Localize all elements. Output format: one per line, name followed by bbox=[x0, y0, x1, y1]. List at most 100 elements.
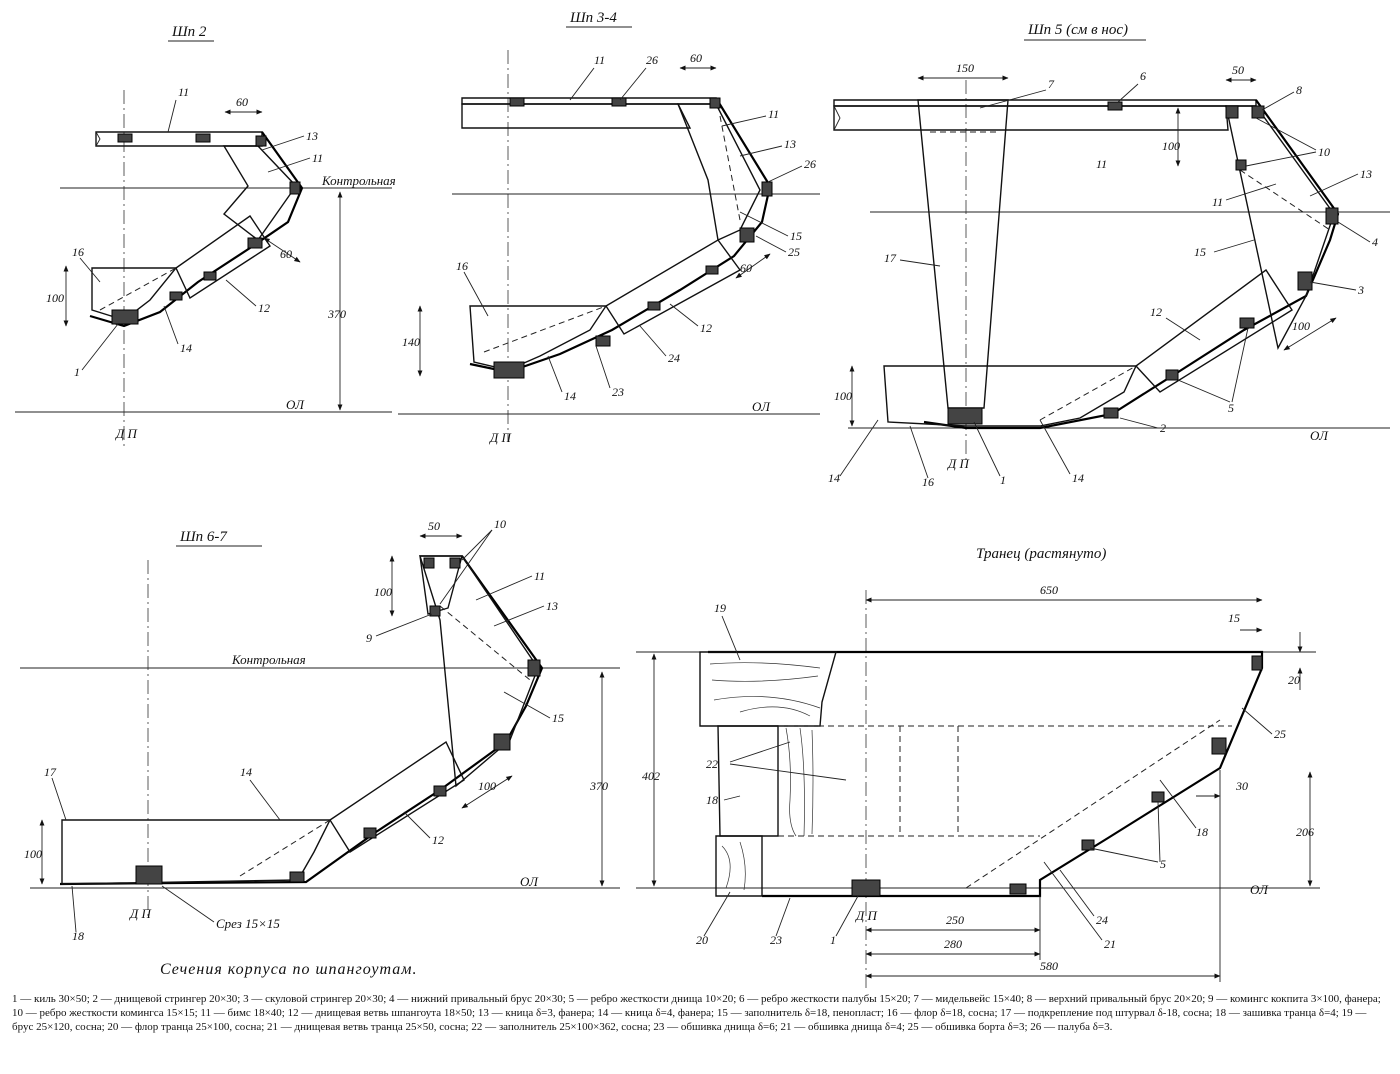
callout-label: 17 bbox=[884, 251, 897, 265]
waterline-label: Контрольная bbox=[321, 173, 396, 188]
legend-text: 1 — киль 30×50; 2 — днищевой стрингер 20… bbox=[12, 993, 1381, 1033]
hull-shell bbox=[89, 131, 304, 328]
dim-label: 250 bbox=[946, 913, 964, 927]
callout-label: 3 bbox=[1357, 283, 1364, 297]
section-title: Транец (растянуто) bbox=[976, 546, 1106, 562]
callout-label: 13 bbox=[546, 599, 558, 613]
callout-label: 14 bbox=[564, 389, 576, 403]
callout-label: 12 bbox=[258, 301, 270, 315]
section-title: Шп 5 (см в нос) bbox=[1027, 22, 1128, 38]
callout-label: 15 bbox=[790, 229, 802, 243]
dim-label: 100 bbox=[478, 779, 496, 793]
keel-block bbox=[851, 879, 881, 897]
callout-label: 16 bbox=[922, 475, 934, 489]
callout-label: 24 bbox=[668, 351, 680, 365]
dim-label: 370 bbox=[327, 307, 346, 321]
callout-label: 5 bbox=[1228, 401, 1234, 415]
beam-19 bbox=[699, 651, 837, 727]
callout-label: 21 bbox=[1104, 937, 1116, 951]
dim-label: 100 bbox=[1162, 139, 1180, 153]
callout-label: 24 bbox=[1096, 913, 1108, 927]
dim-label: 650 bbox=[1040, 583, 1058, 597]
dim-label: 280 bbox=[944, 937, 962, 951]
section-title: Шп 2 bbox=[171, 24, 207, 40]
keel-block bbox=[493, 361, 525, 379]
callout-label: 14 bbox=[1072, 471, 1084, 485]
callout-label: 11 bbox=[534, 569, 545, 583]
callout-label: 22 bbox=[706, 757, 718, 771]
transom-section: Транец (растянуто) ОЛ Д П 650 15 20 bbox=[636, 546, 1320, 990]
keel-block bbox=[135, 865, 163, 885]
deck-26 bbox=[461, 97, 717, 105]
callout-label: 11 bbox=[312, 151, 323, 165]
dim-label: 100 bbox=[1292, 319, 1310, 333]
figure-caption: Сечения корпуса по шпангоутам. bbox=[160, 961, 417, 978]
gusset-13 bbox=[419, 555, 539, 788]
callout-label: 16 bbox=[72, 245, 84, 259]
callout-label: 12 bbox=[700, 321, 712, 335]
steering-support-17 bbox=[917, 99, 1009, 409]
dim-label: 50 bbox=[428, 519, 440, 533]
transom-outline bbox=[708, 650, 1264, 898]
section-frame-3-4: Шп 3-4 ОЛ Д П 60 60 140 11 bbox=[398, 10, 820, 445]
callout-label: 25 bbox=[788, 245, 800, 259]
callout-label: 7 bbox=[1048, 77, 1055, 91]
section-title: Шп 6-7 bbox=[179, 529, 228, 545]
keel-block bbox=[111, 309, 139, 325]
dim-label: 15 bbox=[1228, 611, 1240, 625]
callout-label: 23 bbox=[612, 385, 624, 399]
filler-22 bbox=[717, 725, 779, 837]
hull-shell bbox=[469, 97, 772, 374]
callout-label: 14 bbox=[180, 341, 192, 355]
callout-label: 15 bbox=[552, 711, 564, 725]
callout-label: 6 bbox=[1140, 69, 1146, 83]
dim-label: 206 bbox=[1296, 825, 1314, 839]
section-frame-2: Шп 2 Контрольная ОЛ Д П 60 60 1 bbox=[15, 24, 396, 450]
dim-label: 60 bbox=[740, 261, 752, 275]
callout-label: 17 bbox=[44, 765, 57, 779]
centerline-label: Д П bbox=[488, 430, 513, 445]
deck-beam bbox=[833, 105, 1229, 131]
callout-label: 2 bbox=[1160, 421, 1166, 435]
gusset-13 bbox=[676, 103, 761, 242]
floor-16 bbox=[883, 365, 1138, 427]
callout-label: 15 bbox=[1194, 245, 1206, 259]
callout-label: 1 bbox=[1000, 473, 1006, 487]
section-frame-5: Шп 5 (см в нос) ОЛ Д П 150 50 bbox=[828, 22, 1390, 489]
dim-label: 100 bbox=[374, 585, 392, 599]
floor-16 bbox=[469, 305, 608, 371]
dim-label: 60 bbox=[280, 247, 292, 261]
callout-label: 9 bbox=[366, 631, 372, 645]
callout-label: 5 bbox=[1160, 857, 1166, 871]
baseline-label: ОЛ bbox=[1310, 428, 1329, 443]
callout-label: 26 bbox=[804, 157, 816, 171]
frame-bottom-branch bbox=[175, 215, 271, 300]
baseline-label: ОЛ bbox=[520, 874, 539, 889]
dim-label: 100 bbox=[834, 389, 852, 403]
dim-label: 140 bbox=[402, 335, 420, 349]
section-title: Шп 3-4 bbox=[569, 10, 617, 26]
callout-label: 4 bbox=[1372, 235, 1378, 249]
baseline-label: ОЛ bbox=[1250, 882, 1269, 897]
deck-26 bbox=[833, 99, 1257, 107]
callout-label: 14 bbox=[828, 471, 840, 485]
dim-label: 580 bbox=[1040, 959, 1058, 973]
callout-label: 20 bbox=[696, 933, 708, 947]
dim-label: 50 bbox=[1232, 63, 1244, 77]
callout-label: 1 bbox=[74, 365, 80, 379]
callout-label: 13 bbox=[1360, 167, 1372, 181]
centerline-label: Д П bbox=[854, 908, 879, 923]
dim-label: 30 bbox=[1235, 779, 1248, 793]
callout-label: 18 bbox=[706, 793, 718, 807]
callout-label: 16 bbox=[456, 259, 468, 273]
centerline-label: Д П bbox=[128, 906, 153, 921]
deck-beam bbox=[461, 103, 692, 129]
callout-label: 11 bbox=[594, 53, 605, 67]
dim-label: 370 bbox=[589, 779, 608, 793]
callout-label: 25 bbox=[1274, 727, 1286, 741]
dim-label: 60 bbox=[236, 95, 248, 109]
dim-label: 100 bbox=[24, 847, 42, 861]
hull-shell bbox=[59, 555, 544, 886]
cut-label: Срез 15×15 bbox=[216, 916, 280, 931]
